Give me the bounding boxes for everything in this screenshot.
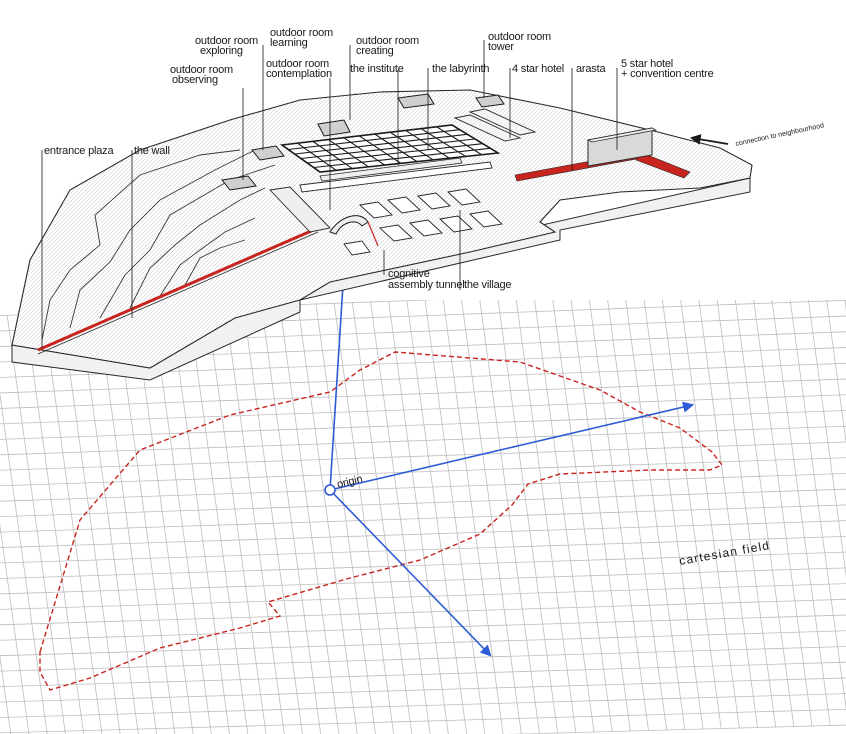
grid-line [297,304,358,734]
institute-bar-2 [319,157,463,182]
label-outdoor-room-contemplation: outdoor room [266,58,329,70]
grid-line [0,614,846,641]
four-star-hotel-blocks [453,108,537,142]
grid-line [0,677,846,703]
cognitive-tunnel-red [367,221,379,247]
grid-line [0,520,846,548]
grid-line [6,315,66,734]
label-5-star-hotel: 5 star hotel [621,58,673,70]
the-wall-edge [37,231,319,355]
label-outdoor-room-creating: outdoor room [356,35,419,47]
label-outdoor-room-observing: outdoor room [170,64,233,76]
label-tower: tower [488,41,514,53]
grid-line [43,313,103,734]
room-tower [475,94,505,108]
grid-line [242,306,303,734]
label-cognitive: cognitive [388,268,430,280]
the-wall [37,226,319,352]
label-learning: learning [270,37,308,49]
grid-line [0,410,846,440]
grid-line [370,301,431,734]
grid-line [188,308,249,734]
institute-bar [299,161,493,193]
grid-line [0,425,846,456]
grid-line [224,307,285,734]
room-observing [221,175,257,191]
label-entrance-plaza: entrance plaza [44,145,114,157]
institute-grid-line [288,129,460,151]
grid-line [0,504,846,533]
village-blocks [343,188,503,256]
label-convention-centre: + convention centre [621,68,714,80]
grid-line [351,302,413,734]
grid-line [61,313,121,734]
grid-line [333,303,395,734]
label-outdoor-room-exploring: outdoor room [195,35,258,47]
grid-line [0,646,846,672]
cognitive-tunnel [329,215,369,235]
five-star-hotel-top [586,127,658,143]
label-the-wall: the wall [134,145,170,157]
label-the-village: the village [464,279,511,291]
grid-line [506,724,846,734]
entry-block [269,186,331,233]
outdoor-rooms [221,93,505,191]
label-creating: creating [356,45,394,57]
connection-arrow [689,134,729,145]
label-outdoor-room-tower: outdoor room [488,31,551,43]
label-outdoor-room-learning: outdoor room [270,27,333,39]
grid-line [0,488,846,518]
label-exploring: exploring [200,45,243,57]
label-observing: observing [172,74,218,86]
grid-line [0,598,846,626]
label-contemplation: contemplation [266,68,332,80]
label-the-labyrinth: the labyrinth [432,63,489,75]
grid-line [279,305,340,734]
grid-line [0,661,846,687]
label-4-star-hotel: 4 star hotel [512,63,564,75]
site-platform [11,89,753,381]
institute-grid-line [294,133,468,155]
institute-grid [279,124,501,173]
grid-line [315,303,376,734]
leader-lines [41,40,618,348]
institute-grid-line [313,147,491,169]
grid-line [206,307,267,734]
grid-line [0,551,846,579]
grid-line [0,630,846,657]
label-assembly-tunnel: assembly tunnel [388,279,465,291]
grid-line [0,347,846,378]
institute-grid-line [307,143,483,164]
grid-line [170,309,230,734]
axis-horizontal [329,401,695,491]
grid-line [0,378,846,409]
grid-line [0,536,846,564]
grid-line [824,285,846,445]
grid-line [0,457,846,487]
label-arasta: arasta [576,63,606,75]
grid-line [0,473,846,502]
grid-line [0,654,12,734]
grid-line [0,583,846,610]
grid-line [0,394,846,425]
origin-marker [324,484,336,496]
grid-line [261,305,322,734]
grid-line [0,567,846,595]
grid-line [0,693,846,718]
room-contemplation [317,119,351,137]
label-cartesian-field: cartesian field [678,538,771,568]
axis-depth [329,489,492,657]
grid-line [24,314,85,734]
grid-line [0,708,846,734]
grid-line [0,441,846,471]
grid-line [0,362,846,394]
label-the-institute: the institute [350,63,404,75]
room-creating [397,93,435,109]
room-exploring [251,145,285,161]
